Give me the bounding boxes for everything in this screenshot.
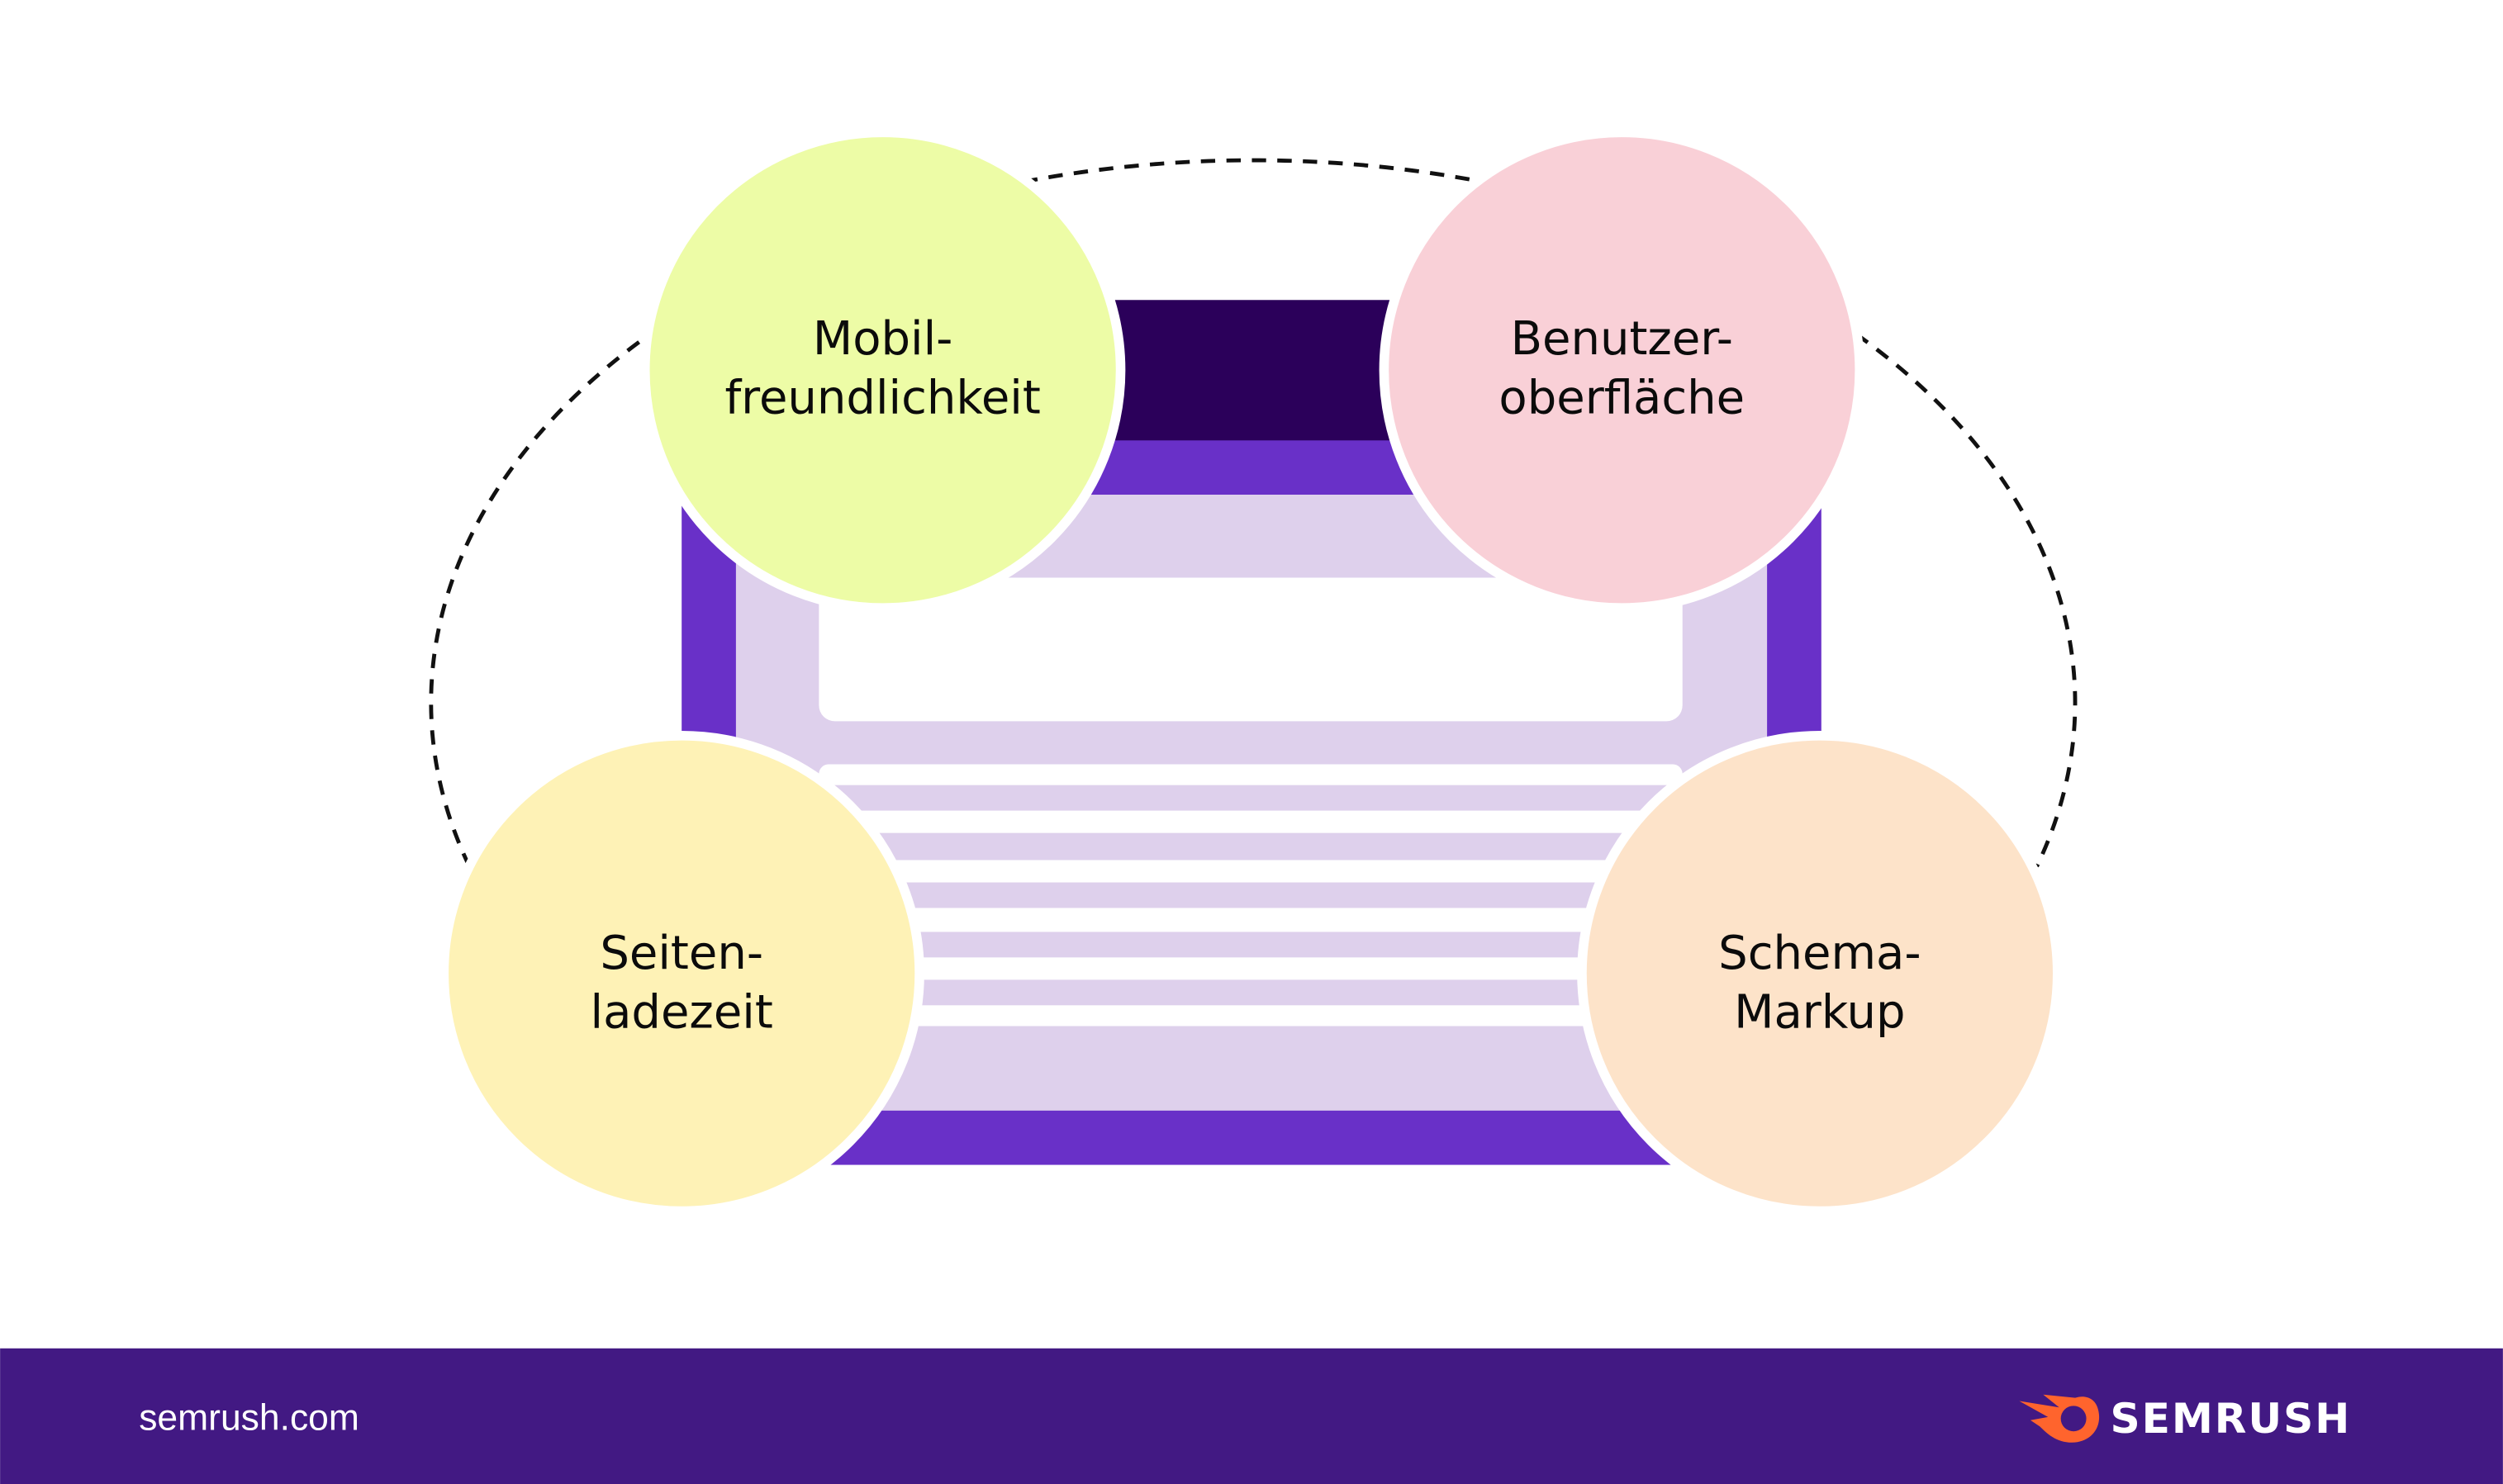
circle-label: freundlichkeit <box>724 371 1040 424</box>
dashed-arc <box>429 158 2078 868</box>
circle-label: Benutzer- <box>1511 312 1733 366</box>
circle-shape <box>1577 730 2063 1216</box>
circle-label: Markup <box>1734 985 1905 1039</box>
semrush-fireball-icon <box>2019 1394 2100 1443</box>
list-line <box>819 882 1683 908</box>
circle-speed: Seiten- ladezeit <box>439 730 924 1216</box>
circle-shape <box>439 730 924 1216</box>
content-box <box>819 577 1683 722</box>
list-line <box>819 832 1683 861</box>
footer-site-link[interactable]: semrush.com <box>139 1397 359 1438</box>
circle-shape <box>1379 127 1864 613</box>
circle-shape <box>639 127 1126 613</box>
footer: semrush.com SEMRUSH <box>0 1348 2503 1484</box>
logo-text: SEMRUSH <box>2111 1394 2352 1443</box>
circle-mobile: Mobil- freundlichkeit <box>639 127 1126 613</box>
list-line <box>819 932 1683 958</box>
semrush-logo: SEMRUSH <box>2019 1394 2352 1443</box>
circle-label: Schema- <box>1718 927 1921 980</box>
circle-label: Seiten- <box>600 927 763 980</box>
circle-label: Mobil- <box>813 312 953 366</box>
list-line <box>819 785 1683 811</box>
circle-schema: Schema- Markup <box>1577 730 2063 1216</box>
list-line <box>819 979 1683 1006</box>
circle-label: ladezeit <box>591 985 773 1039</box>
circle-label: oberfläche <box>1498 371 1745 424</box>
circle-ui: Benutzer- oberfläche <box>1379 127 1864 613</box>
